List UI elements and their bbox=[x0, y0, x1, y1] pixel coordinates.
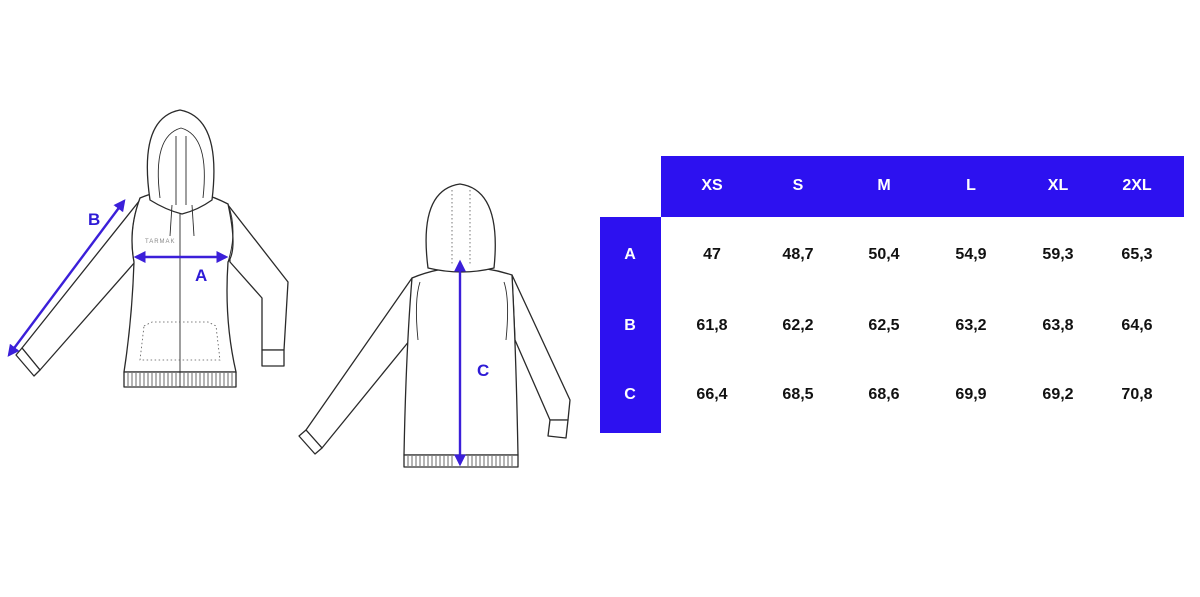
size-header-m: M bbox=[877, 177, 891, 194]
hoodie-front-view: TARMAK bbox=[15, 109, 289, 388]
cell-b-xl: 63,8 bbox=[1042, 317, 1074, 334]
cell-a-xl: 59,3 bbox=[1042, 246, 1074, 263]
size-header-l: L bbox=[966, 177, 976, 194]
cell-b-2xl: 64,6 bbox=[1121, 317, 1153, 334]
cell-c-s: 68,5 bbox=[782, 386, 814, 403]
cell-a-2xl: 65,3 bbox=[1121, 246, 1153, 263]
size-header-s: S bbox=[792, 177, 804, 194]
measure-b-label: B bbox=[88, 210, 100, 229]
cell-c-m: 68,6 bbox=[868, 386, 900, 403]
size-header-2xl: 2XL bbox=[1122, 177, 1152, 194]
size-header-xs: XS bbox=[701, 177, 723, 194]
row-label-b: B bbox=[624, 317, 636, 334]
back-waistband-ribbing bbox=[407, 456, 513, 466]
cell-a-s: 48,7 bbox=[782, 246, 814, 263]
measure-row-band bbox=[600, 217, 661, 433]
cell-a-l: 54,9 bbox=[955, 246, 987, 263]
cell-b-xs: 61,8 bbox=[696, 317, 728, 334]
hoodie-illustrations: TARMAK A B bbox=[7, 109, 571, 468]
cell-b-s: 62,2 bbox=[782, 317, 814, 334]
size-header-band bbox=[661, 156, 1184, 217]
cell-c-l: 69,9 bbox=[955, 386, 987, 403]
front-waistband-ribbing bbox=[127, 373, 233, 386]
row-label-a: A bbox=[624, 246, 636, 263]
hoodie-back-view bbox=[298, 183, 571, 468]
measure-a-arrow: A bbox=[133, 251, 229, 285]
cell-b-m: 62,5 bbox=[868, 317, 900, 334]
measure-b-arrow: B bbox=[7, 199, 126, 357]
size-header-xl: XL bbox=[1047, 177, 1069, 194]
row-label-c: C bbox=[624, 386, 636, 403]
brand-mark: TARMAK bbox=[145, 239, 176, 245]
cell-a-m: 50,4 bbox=[868, 246, 900, 263]
measure-a-label: A bbox=[195, 266, 207, 285]
cell-a-xs: 47 bbox=[703, 246, 721, 263]
measure-c-label: C bbox=[477, 361, 489, 380]
cell-b-l: 63,2 bbox=[955, 317, 987, 334]
cell-c-xl: 69,2 bbox=[1042, 386, 1074, 403]
measure-c-arrow: C bbox=[454, 259, 489, 467]
cell-c-2xl: 70,8 bbox=[1121, 386, 1153, 403]
size-table: XS S M L XL 2XL A B C 47 48,7 50,4 54,9 … bbox=[600, 156, 1184, 433]
cell-c-xs: 66,4 bbox=[696, 386, 728, 403]
